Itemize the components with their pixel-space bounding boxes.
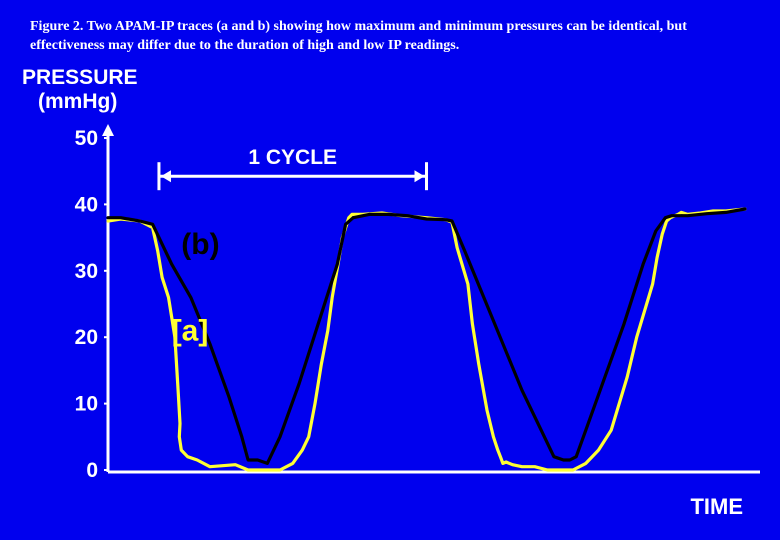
y-axis-label-line-1: (mmHg): [38, 90, 117, 113]
y-tick-label-0: 0: [86, 459, 98, 482]
y-tick-label-40: 40: [75, 193, 98, 216]
y-tick-label-10: 10: [75, 393, 98, 416]
series-label-1: (b): [181, 228, 219, 261]
series-line-1: [106, 207, 747, 465]
y-axis-arrowhead: [102, 124, 114, 136]
y-axis-label: PRESSURE(mmHg): [22, 66, 138, 113]
y-axis-label-line-0: PRESSURE: [22, 66, 138, 89]
y-tick-label-20: 20: [75, 326, 98, 349]
series: [106, 207, 747, 472]
y-ticks: 50 40 30 20 10 0: [75, 127, 108, 482]
figure-caption: Figure 2. Two APAM-IP traces (a and b) s…: [30, 19, 687, 53]
cycle-arrow-left: [160, 170, 171, 183]
cycle-annotation: 1 CYCLE: [157, 146, 428, 191]
series-label-0: [a]: [172, 315, 209, 348]
axes: [102, 124, 760, 474]
cycle-arrow-right: [414, 170, 425, 183]
x-axis-label: TIME: [690, 494, 743, 519]
y-tick-label-30: 30: [75, 260, 98, 283]
y-tick-label-50: 50: [75, 127, 98, 150]
cycle-annotation-label: 1 CYCLE: [248, 146, 337, 169]
series-labels: [a] (b): [172, 228, 220, 347]
